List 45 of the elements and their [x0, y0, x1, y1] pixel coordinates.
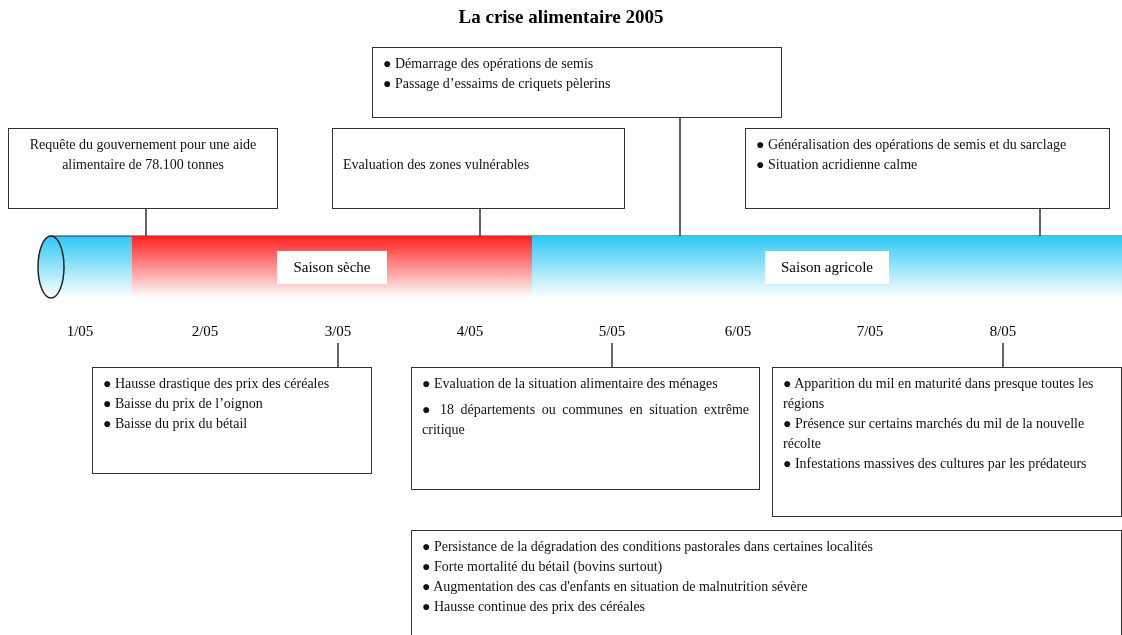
bullet-item: ● Présence sur certains marchés du mil de la nouvelle récolte: [783, 415, 1086, 453]
event-text: Requête du gouvernement pour une aide alimentaire de 78.100 tonnes: [28, 136, 258, 174]
bullet-item: ● 18 départements ou communes en situation extrême critique: [422, 401, 749, 439]
bullet-item: ● Situation acridienne calme: [756, 156, 919, 174]
event-box: [772, 367, 1122, 517]
event-box: [332, 128, 625, 209]
event-box: [745, 128, 1110, 209]
bullet-item: ● Généralisation des opérations de semis et du sarclage: [756, 136, 1068, 154]
bullet-item: ● Hausse continue des prix des céréales: [422, 598, 647, 616]
bullet-item: ● Evaluation de la situation alimentaire des ménages: [422, 375, 719, 393]
month-label: 7/05: [855, 323, 885, 340]
connector-line: [611, 342, 613, 368]
month-label: 5/05: [587, 323, 637, 343]
month-label: 8/05: [978, 323, 1028, 343]
bullet-item: ● Baisse du prix de l’oignon: [103, 395, 264, 413]
event-box: [411, 367, 760, 490]
season-label: Saison sèche: [277, 250, 387, 284]
event-text: Evaluation des zones vulnérables: [343, 156, 531, 174]
month-label: 4/05: [455, 323, 485, 340]
event-box: [8, 128, 278, 209]
bullet-item: ● Persistance de la dégradation des conditions pastorales dans certaines localités: [422, 538, 874, 556]
bullet-item: ● Apparition du mil en maturité dans presque toutes les régions: [783, 375, 1095, 413]
bullet-item: ● Hausse drastique des prix des céréales: [103, 375, 331, 393]
event-box: [411, 530, 1122, 635]
bullet-item: ● Infestations massives des cultures par les prédateurs: [783, 455, 1088, 473]
month-label: 2/05: [190, 323, 220, 340]
bullet-item: ● Augmentation des cas d'enfants en situation de malnutrition sévère: [422, 578, 809, 596]
connector-line: [1039, 208, 1041, 237]
event-box: [92, 367, 372, 474]
diagram-title: La crise alimentaire 2005: [457, 6, 665, 28]
dry-season-band: [132, 236, 532, 298]
connector-line: [679, 117, 681, 237]
connector-line: [145, 208, 147, 237]
month-label: 3/05: [313, 323, 363, 343]
connector-line: [337, 342, 339, 368]
connector-line: [1002, 342, 1004, 368]
month-label: 6/05: [723, 323, 753, 340]
bullet-item: ● Baisse du prix du bétail: [103, 415, 249, 433]
bullet-item: ● Forte mortalité du bétail (bovins surtout): [422, 558, 664, 576]
bullet-item: ● Démarrage des opérations de semis: [383, 55, 595, 73]
connector-line: [479, 208, 481, 237]
bullet-item: ● Passage d’essaims de criquets pèlerins: [383, 75, 612, 93]
event-box: [372, 47, 782, 118]
month-label: 1/05: [65, 323, 95, 340]
season-label: Saison agricole: [764, 250, 890, 284]
